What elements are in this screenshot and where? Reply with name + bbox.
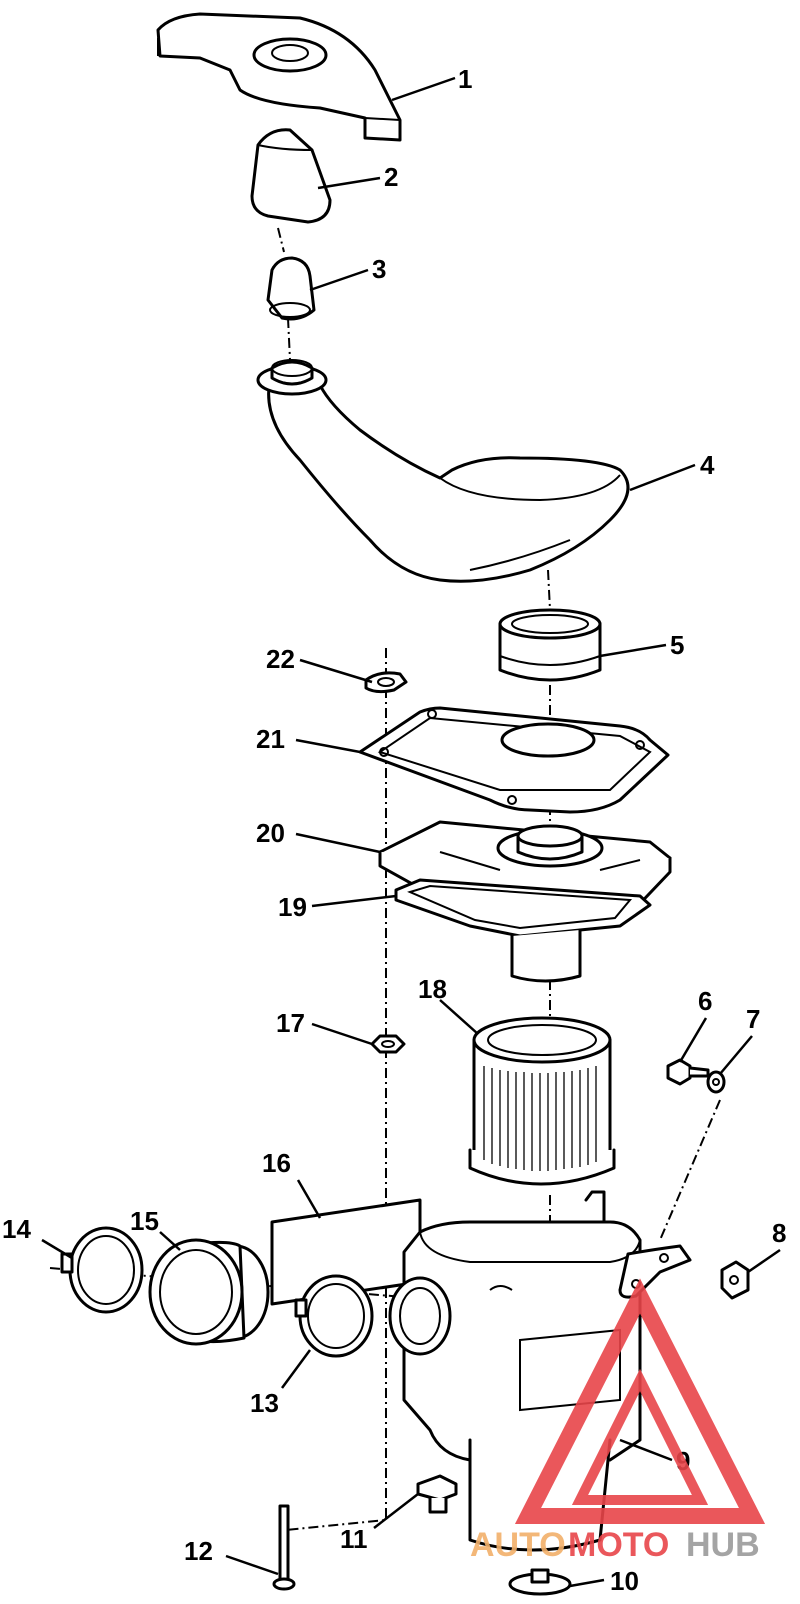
callout-19: 19 <box>278 892 307 922</box>
callout-10: 10 <box>610 1566 639 1596</box>
watermark-text-hub: HUB <box>686 1526 760 1564</box>
watermark-text-moto: MOTO <box>568 1526 669 1564</box>
callout-labels: 1 2 3 4 5 6 7 8 9 10 11 12 13 14 15 16 1… <box>2 64 786 1596</box>
callout-12: 12 <box>184 1536 213 1566</box>
part-6-bolt <box>666 1058 710 1086</box>
airbox-outlet-neck <box>388 1276 452 1356</box>
part-11-drain-plug <box>416 1474 458 1514</box>
callout-6: 6 <box>698 986 712 1016</box>
part-13-clamp <box>294 1274 374 1358</box>
part-21-cover-plate <box>358 706 670 814</box>
part-2-boot <box>250 128 332 224</box>
leader-lines <box>41 76 781 1588</box>
part-4-intake-duct <box>256 359 630 583</box>
watermark-logo: AUTO MOTO HUB <box>470 1278 766 1564</box>
filter-pleats <box>483 1066 597 1171</box>
part-12-screw <box>272 1504 296 1591</box>
callout-17: 17 <box>276 1008 305 1038</box>
callout-3: 3 <box>372 254 386 284</box>
part-3-cap <box>266 256 316 321</box>
callout-1: 1 <box>458 64 472 94</box>
callout-22: 22 <box>266 644 295 674</box>
callout-20: 20 <box>256 818 285 848</box>
callout-7: 7 <box>746 1004 760 1034</box>
part-10-cap <box>508 1568 572 1596</box>
part-7-washer <box>706 1070 726 1094</box>
watermark-text-auto: AUTO <box>470 1526 566 1564</box>
part-15-coupler <box>148 1238 270 1346</box>
callout-15: 15 <box>130 1206 159 1236</box>
part-14-clamp <box>60 1226 144 1314</box>
callout-11: 11 <box>340 1524 368 1554</box>
part-5-sleeve <box>498 608 602 682</box>
watermark-triangle-icon <box>514 1278 766 1524</box>
callout-13: 13 <box>250 1388 279 1418</box>
part-17-nut <box>370 1034 406 1054</box>
part-19-gasket <box>394 878 652 983</box>
part-22-clip <box>364 671 408 694</box>
part-8-clip-nut <box>720 1260 750 1300</box>
callout-16: 16 <box>262 1148 291 1178</box>
callout-5: 5 <box>670 630 684 660</box>
callout-21: 21 <box>256 724 285 754</box>
callout-14: 14 <box>2 1214 31 1244</box>
callout-4: 4 <box>700 450 715 480</box>
part-1-shroud <box>156 12 402 142</box>
part-18-air-filter <box>468 1016 616 1186</box>
callout-18: 18 <box>418 974 447 1004</box>
callout-8: 8 <box>772 1218 786 1248</box>
callout-2: 2 <box>384 162 398 192</box>
